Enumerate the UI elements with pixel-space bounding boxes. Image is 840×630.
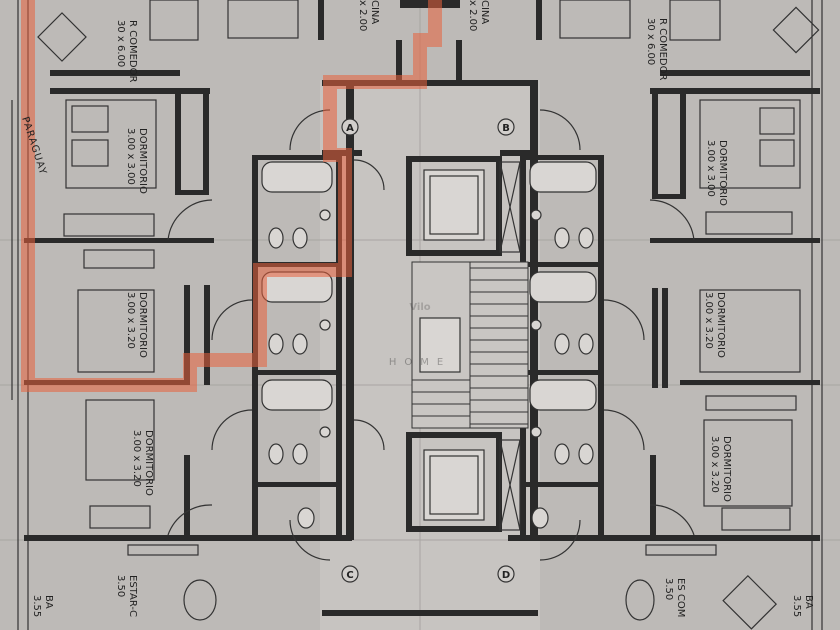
shaft-top — [499, 161, 521, 253]
room-dorm-l3-dims: 3.00 x 3.20 — [131, 430, 142, 487]
room-estar-right-name: ES COM — [675, 578, 686, 617]
bathtub-icon — [261, 161, 333, 193]
room-cocina-right-name: CINA — [479, 0, 490, 24]
room-comedor-left-dims: 30 x 6.00 — [115, 20, 126, 67]
room-dorm-l3-name: DORMITORIO — [143, 430, 154, 496]
bidet-icon — [578, 443, 594, 465]
unit-marker-b: B — [502, 123, 510, 134]
bidet-icon — [578, 333, 594, 355]
room-dorm-r3-dims: 3.00 x 3.20 — [709, 436, 720, 493]
toilet-icon — [268, 227, 284, 249]
bidet-icon — [292, 333, 308, 355]
room-balcon-left-dims: 3.55 — [31, 595, 42, 617]
bidet-icon — [578, 227, 594, 249]
bathtub-icon — [261, 379, 333, 411]
room-balcon-right-name: BA — [803, 595, 814, 609]
room-balcon-right-dims: 3.55 — [791, 595, 802, 617]
highlight-outline — [21, 0, 442, 392]
bidet-icon — [292, 443, 308, 465]
unit-marker-a: A — [346, 123, 354, 134]
room-dorm-r1-name: DORMITORIO — [717, 140, 728, 206]
room-cocina-left-dims: x 2.00 — [357, 0, 368, 31]
bathtub-icon — [529, 161, 597, 193]
toilet-icon — [554, 333, 570, 355]
watermark-sub: HOME — [389, 357, 451, 368]
unit-markers: A B C D — [341, 118, 515, 583]
watermark-main: Vilo — [409, 302, 430, 313]
room-labels: R COMEDOR 30 x 6.00 CINA x 2.00 CINA x 2… — [31, 0, 814, 617]
toilet-icon — [297, 507, 315, 529]
toilet-icon — [268, 443, 284, 465]
bathtub-icon — [529, 379, 597, 411]
bath-fixtures — [261, 161, 597, 529]
bidet-icon — [292, 227, 308, 249]
shaft-bottom — [499, 439, 521, 531]
room-dorm-l2-dims: 3.00 x 3.20 — [125, 292, 136, 349]
room-dorm-r2-name: DORMITORIO — [715, 292, 726, 358]
sink-icon — [319, 209, 331, 221]
room-cocina-right-dims: x 2.00 — [467, 0, 478, 31]
sink-icon — [319, 426, 331, 438]
room-dorm-l1-name: DORMITORIO — [137, 128, 148, 194]
room-dorm-l1-dims: 3.00 x 3.00 — [125, 128, 136, 185]
room-dorm-r3-name: DORMITORIO — [721, 436, 732, 502]
room-comedor-right-dims: 30 x 6.00 — [645, 18, 656, 65]
room-comedor-right-name: R COMEDOR — [657, 18, 668, 80]
unit-marker-c: C — [346, 570, 353, 581]
elevator-bottom — [423, 449, 485, 521]
sink-icon — [530, 426, 542, 438]
watermark: Vilo HOME — [389, 302, 451, 368]
room-cocina-left-name: CINA — [369, 0, 380, 24]
toilet-icon — [531, 507, 549, 529]
room-estar-right-dims: 3.50 — [663, 578, 674, 600]
room-estar-left-name: ESTAR-C — [127, 575, 138, 617]
room-dorm-r1-dims: 3.00 x 3.00 — [705, 140, 716, 197]
right-facade — [811, 0, 823, 630]
toilet-icon — [268, 333, 284, 355]
sink-icon — [319, 319, 331, 331]
sink-icon — [530, 209, 542, 221]
room-estar-left-dims: 3.50 — [115, 575, 126, 597]
room-balcon-left-name: BA — [43, 595, 54, 609]
bathtub-icon — [529, 271, 597, 303]
room-comedor-left-name: R COMEDOR — [127, 20, 138, 82]
toilet-icon — [554, 443, 570, 465]
unit-marker-d: D — [502, 570, 510, 581]
room-dorm-l2-name: DORMITORIO — [137, 292, 148, 358]
sink-icon — [530, 319, 542, 331]
staircase — [411, 261, 529, 429]
furniture — [37, 0, 820, 630]
toilet-icon — [554, 227, 570, 249]
elevator-top — [423, 169, 485, 241]
room-dorm-r2-dims: 3.00 x 3.20 — [703, 292, 714, 349]
